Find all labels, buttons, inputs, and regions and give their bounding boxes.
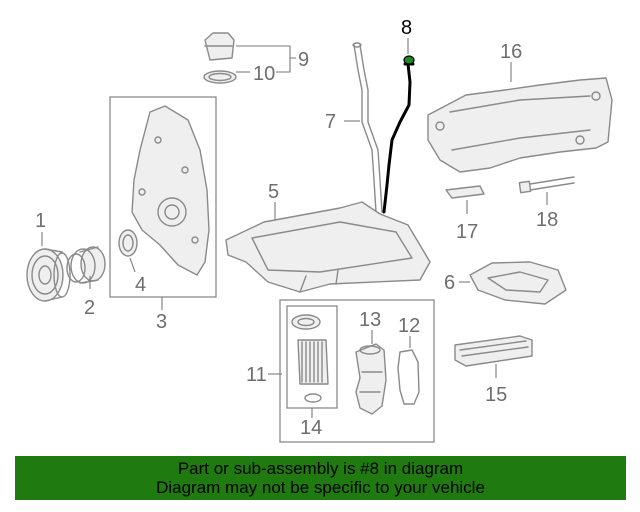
callout-3: 3 <box>156 311 167 333</box>
banner-line-1: Part or sub-assembly is #8 in diagram <box>177 459 464 478</box>
callout-13: 13 <box>359 309 381 331</box>
part-4-seal-inner <box>122 234 134 252</box>
callout-4: 4 <box>135 274 146 296</box>
callout-6: 6 <box>444 272 455 294</box>
part-11-oil-filter <box>291 314 329 403</box>
part-7-dipstick-tube <box>352 42 383 213</box>
part-12-gasket <box>397 349 420 405</box>
part-2-hub <box>66 246 106 284</box>
callout-7: 7 <box>325 111 336 133</box>
leader-9-10 <box>236 45 296 73</box>
group-box-3 <box>109 96 217 298</box>
callout-8: 8 <box>401 17 412 39</box>
callout-1: 1 <box>35 210 46 232</box>
callout-9: 9 <box>298 49 309 71</box>
callout-18: 18 <box>536 209 558 231</box>
group-box-11 <box>279 299 435 443</box>
info-banner: Part or sub-assembly is #8 in diagram Di… <box>15 456 626 500</box>
part-18-bolt <box>518 176 575 194</box>
part-1-pulley <box>26 248 71 302</box>
callout-16: 16 <box>500 41 522 63</box>
part-3-timing-cover <box>131 105 210 276</box>
callout-11: 11 <box>246 364 267 386</box>
part-6-gasket <box>469 261 567 305</box>
part-16-housing <box>427 77 613 173</box>
part-4-seal <box>118 229 138 257</box>
part-15-oil-cooler <box>454 335 533 367</box>
callout-10: 10 <box>253 63 275 85</box>
callout-12: 12 <box>398 315 420 337</box>
callout-14: 14 <box>300 417 322 439</box>
part-10-ring-inner <box>208 72 232 82</box>
banner-line-2: Diagram may not be specific to your vehi… <box>156 478 485 497</box>
callout-5: 5 <box>268 181 279 203</box>
part-17-gasket <box>445 185 485 199</box>
part-9-cap <box>204 32 235 61</box>
part-5-oil-pan <box>225 201 431 293</box>
part-13-filter-housing <box>355 343 387 415</box>
leader-4 <box>129 257 136 273</box>
callout-15: 15 <box>485 384 507 406</box>
callout-17: 17 <box>456 221 478 243</box>
part-8-dipstick <box>382 55 415 214</box>
callout-2: 2 <box>84 297 95 319</box>
